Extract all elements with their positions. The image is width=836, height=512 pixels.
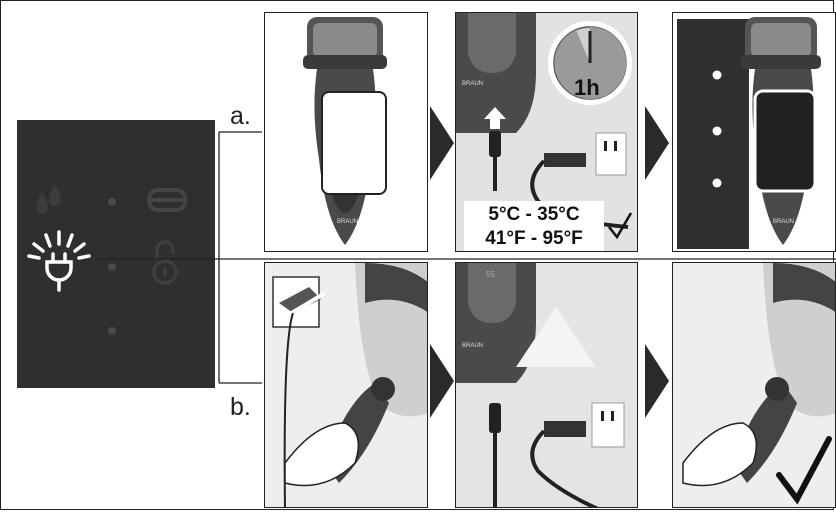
wall-outlet-icon bbox=[596, 133, 626, 175]
step-b2-panel: 55 BRAUN bbox=[455, 262, 638, 508]
indicator-dot bbox=[713, 127, 722, 136]
indicator-dot bbox=[713, 179, 722, 188]
counter-text: 55 bbox=[486, 270, 495, 279]
shaver-icon bbox=[285, 377, 395, 486]
temperature-fahrenheit: 41°F - 95°F bbox=[464, 227, 604, 251]
shaver-icon bbox=[683, 377, 797, 486]
step-a2-panel: BRAUN 1h 5°C - 35°C 41°F - 95°F bbox=[455, 12, 638, 252]
indicator-dot bbox=[713, 71, 722, 80]
clock-label: 1h bbox=[574, 75, 600, 101]
arrow-right-icon bbox=[645, 106, 669, 180]
temperature-range: 5°C - 35°C 41°F - 95°F bbox=[464, 201, 604, 252]
battery-icon bbox=[321, 91, 387, 195]
charger-icon bbox=[489, 403, 598, 508]
label-a: a. bbox=[230, 102, 251, 131]
brand-text: BRAUN bbox=[337, 219, 358, 225]
brand-text: BRAUN bbox=[462, 343, 483, 349]
brand-text: BRAUN bbox=[462, 81, 483, 87]
arrow-right-icon bbox=[645, 344, 669, 418]
brand-text: BRAUN bbox=[773, 219, 794, 225]
temperature-celsius: 5°C - 35°C bbox=[464, 203, 604, 227]
step-b3-panel bbox=[672, 262, 836, 508]
step-b1-panel bbox=[264, 262, 428, 508]
label-b: b. bbox=[230, 393, 251, 422]
wall-outlet-icon bbox=[592, 403, 624, 447]
arrow-right-icon bbox=[430, 344, 454, 418]
checkmark-icon bbox=[607, 211, 633, 241]
arrow-right-icon bbox=[430, 106, 454, 180]
battery-icon bbox=[755, 91, 815, 191]
display-strip bbox=[677, 19, 749, 249]
checkmark-icon bbox=[779, 439, 829, 499]
step-a1-panel: BRAUN bbox=[264, 12, 428, 252]
step-a3-panel: BRAUN bbox=[672, 12, 836, 252]
